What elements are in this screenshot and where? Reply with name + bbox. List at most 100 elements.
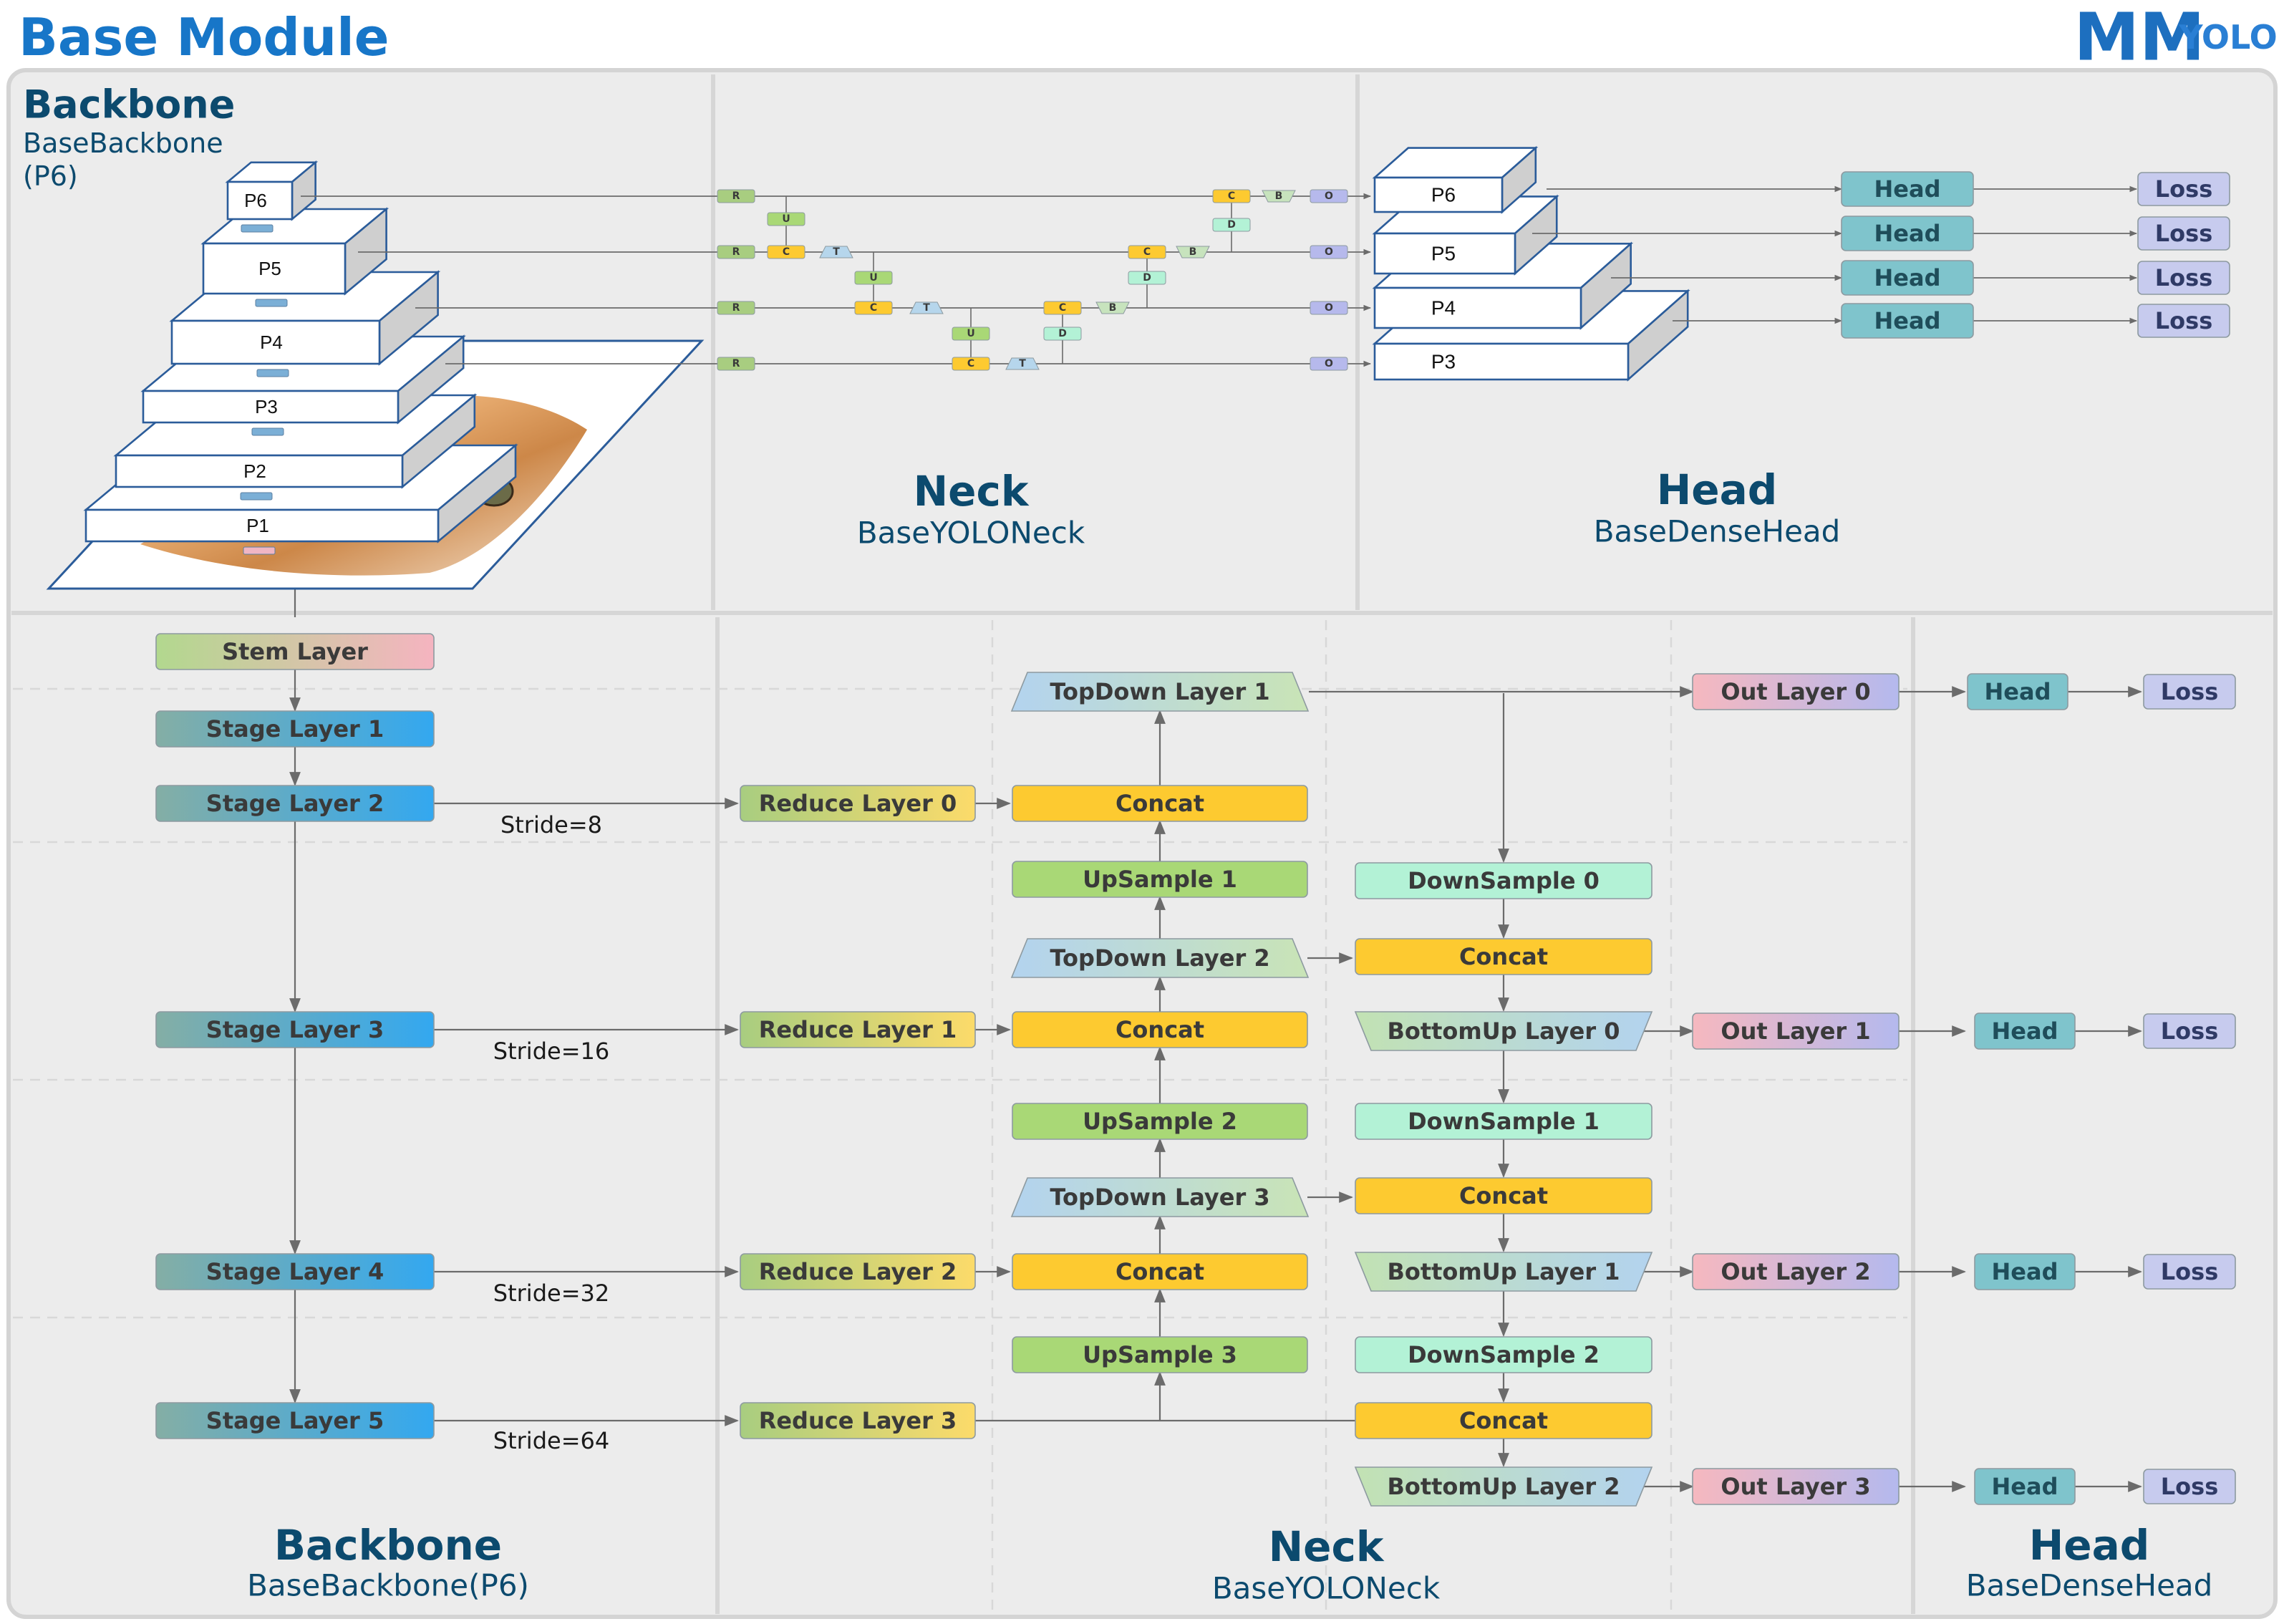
mini-concat: C — [1212, 189, 1251, 203]
concat-node: Concat — [1355, 1402, 1652, 1439]
level-front-face — [202, 242, 347, 295]
stage-layer-1-shape — [155, 710, 435, 748]
out-layer-0-shape — [1692, 673, 1900, 710]
mini-upsample-shape — [767, 212, 805, 226]
level-connector-icon — [251, 427, 284, 436]
mini-upsample-label: U — [869, 272, 877, 284]
level-front-face — [115, 454, 404, 488]
mini-out-shape — [1310, 245, 1348, 259]
bottom-loss-box-label: Loss — [2161, 678, 2218, 705]
bottom-loss-box-label: Loss — [2161, 1258, 2218, 1285]
logo-mark: MM — [2073, 0, 2205, 76]
logo-text: YOLO — [2178, 18, 2278, 57]
pyramid-level-label: P4 — [260, 332, 283, 353]
head-level-label: P4 — [1431, 297, 1456, 319]
mini-concat-label: C — [783, 246, 790, 258]
mini-topdown-shape — [819, 246, 853, 258]
stride-label: Stride=8 — [500, 811, 602, 838]
mini-downsample-label: D — [1058, 328, 1067, 339]
mini-reduce-label: R — [732, 358, 740, 369]
downsample-2-shape — [1355, 1336, 1652, 1373]
stage-layer-5: Stage Layer 5 — [155, 1402, 435, 1439]
mini-reduce: R — [717, 189, 755, 203]
pyramid-level-p5: P5 — [200, 207, 389, 307]
top-head-box-label: Head — [1874, 264, 1941, 291]
mini-concat-shape — [767, 245, 805, 259]
topdown-layer-2-label: TopDown Layer 2 — [1050, 944, 1269, 972]
stage-layer-3-shape — [155, 1011, 435, 1048]
bottomup-layer-1-shape — [1354, 1252, 1653, 1292]
top-head-box-label: Head — [1874, 175, 1941, 203]
head-level-label: P5 — [1431, 243, 1456, 265]
concat-node: Concat — [1355, 1177, 1652, 1214]
stem-layer: Stem Layer — [155, 633, 435, 670]
mini-reduce-shape — [717, 301, 755, 315]
mini-topdown: T — [819, 246, 853, 258]
mini-topdown-label: T — [1019, 358, 1026, 369]
out-layer-2: Out Layer 2 — [1692, 1253, 1900, 1290]
mini-concat: C — [854, 301, 893, 315]
mini-bottomup-label: B — [1109, 302, 1117, 314]
bottom-loss-box: Loss — [2143, 1254, 2236, 1290]
out-layer-3-label: Out Layer 3 — [1721, 1473, 1870, 1500]
top-neck-title: Neck — [914, 467, 1030, 516]
pyramid-level-label: P2 — [243, 460, 266, 482]
mini-out-label: O — [1325, 190, 1333, 202]
out-layer-2-label: Out Layer 2 — [1721, 1258, 1870, 1285]
stage-layer-2-label: Stage Layer 2 — [206, 790, 384, 817]
mini-out-shape — [1310, 189, 1348, 203]
top-loss-box-label: Loss — [2155, 264, 2212, 291]
mini-out: O — [1310, 357, 1348, 371]
bottom-neck-subtitle: BaseYOLONeck — [1212, 1571, 1441, 1606]
top-head-box-label: Head — [1874, 220, 1941, 247]
stage-layer-2-shape — [155, 785, 435, 822]
concat-node-label: Concat — [1116, 1016, 1204, 1043]
mini-concat: C — [952, 357, 990, 371]
top-head-box: Head — [1841, 303, 1974, 339]
stem-layer-shape — [155, 633, 435, 670]
downsample-1: DownSample 1 — [1355, 1103, 1652, 1140]
mini-bottomup-shape — [1262, 190, 1296, 203]
level-connector-icon — [240, 492, 273, 501]
mini-upsample-shape — [854, 271, 893, 285]
top-head-box: Head — [1841, 171, 1974, 207]
concat-node-label: Concat — [1459, 943, 1548, 970]
mini-concat: C — [1043, 301, 1082, 315]
head-level-p6: P6 — [1372, 145, 1539, 214]
reduce-layer-1: Reduce Layer 1 — [740, 1011, 976, 1048]
topdown-layer-1-label: TopDown Layer 1 — [1050, 678, 1269, 705]
mini-bottomup: B — [1262, 190, 1296, 203]
stage-layer-4: Stage Layer 4 — [155, 1253, 435, 1290]
out-layer-1-shape — [1692, 1012, 1900, 1050]
stem-layer-label: Stem Layer — [222, 638, 368, 665]
concat-node-label: Concat — [1459, 1407, 1548, 1434]
level-connector-icon — [256, 369, 289, 377]
upsample-2: UpSample 2 — [1012, 1103, 1308, 1140]
upsample-1-label: UpSample 1 — [1083, 866, 1237, 893]
downsample-2-label: DownSample 2 — [1408, 1341, 1600, 1368]
pyramid-level-label: P5 — [258, 258, 281, 279]
mini-reduce: R — [717, 357, 755, 371]
bottom-head-box: Head — [1974, 1012, 2076, 1050]
downsample-0-shape — [1355, 862, 1652, 899]
top-backbone-subtitle: BaseBackbone — [23, 127, 223, 159]
top-head-box: Head — [1841, 216, 1974, 251]
upsample-1-shape — [1012, 861, 1308, 898]
mini-concat-shape — [952, 357, 990, 371]
topdown-layer-2-shape — [1010, 938, 1310, 978]
mini-out-shape — [1310, 301, 1348, 315]
head-level-label: P3 — [1431, 351, 1456, 373]
concat-node-shape — [1355, 938, 1652, 975]
reduce-layer-0-shape — [740, 785, 976, 822]
reduce-layer-0-label: Reduce Layer 0 — [759, 790, 957, 817]
downsample-1-label: DownSample 1 — [1408, 1108, 1600, 1135]
top-loss-box: Loss — [2137, 216, 2230, 251]
bottom-backbone-subtitle: BaseBackbone(P6) — [247, 1568, 529, 1603]
bottom-head-box-shape — [1967, 673, 2068, 710]
bottom-loss-box-label: Loss — [2161, 1018, 2218, 1045]
bottomup-layer-0: BottomUp Layer 0 — [1354, 1011, 1653, 1051]
mini-reduce: R — [717, 245, 755, 259]
stage-layer-4-shape — [155, 1253, 435, 1290]
mini-upsample: U — [767, 212, 805, 226]
